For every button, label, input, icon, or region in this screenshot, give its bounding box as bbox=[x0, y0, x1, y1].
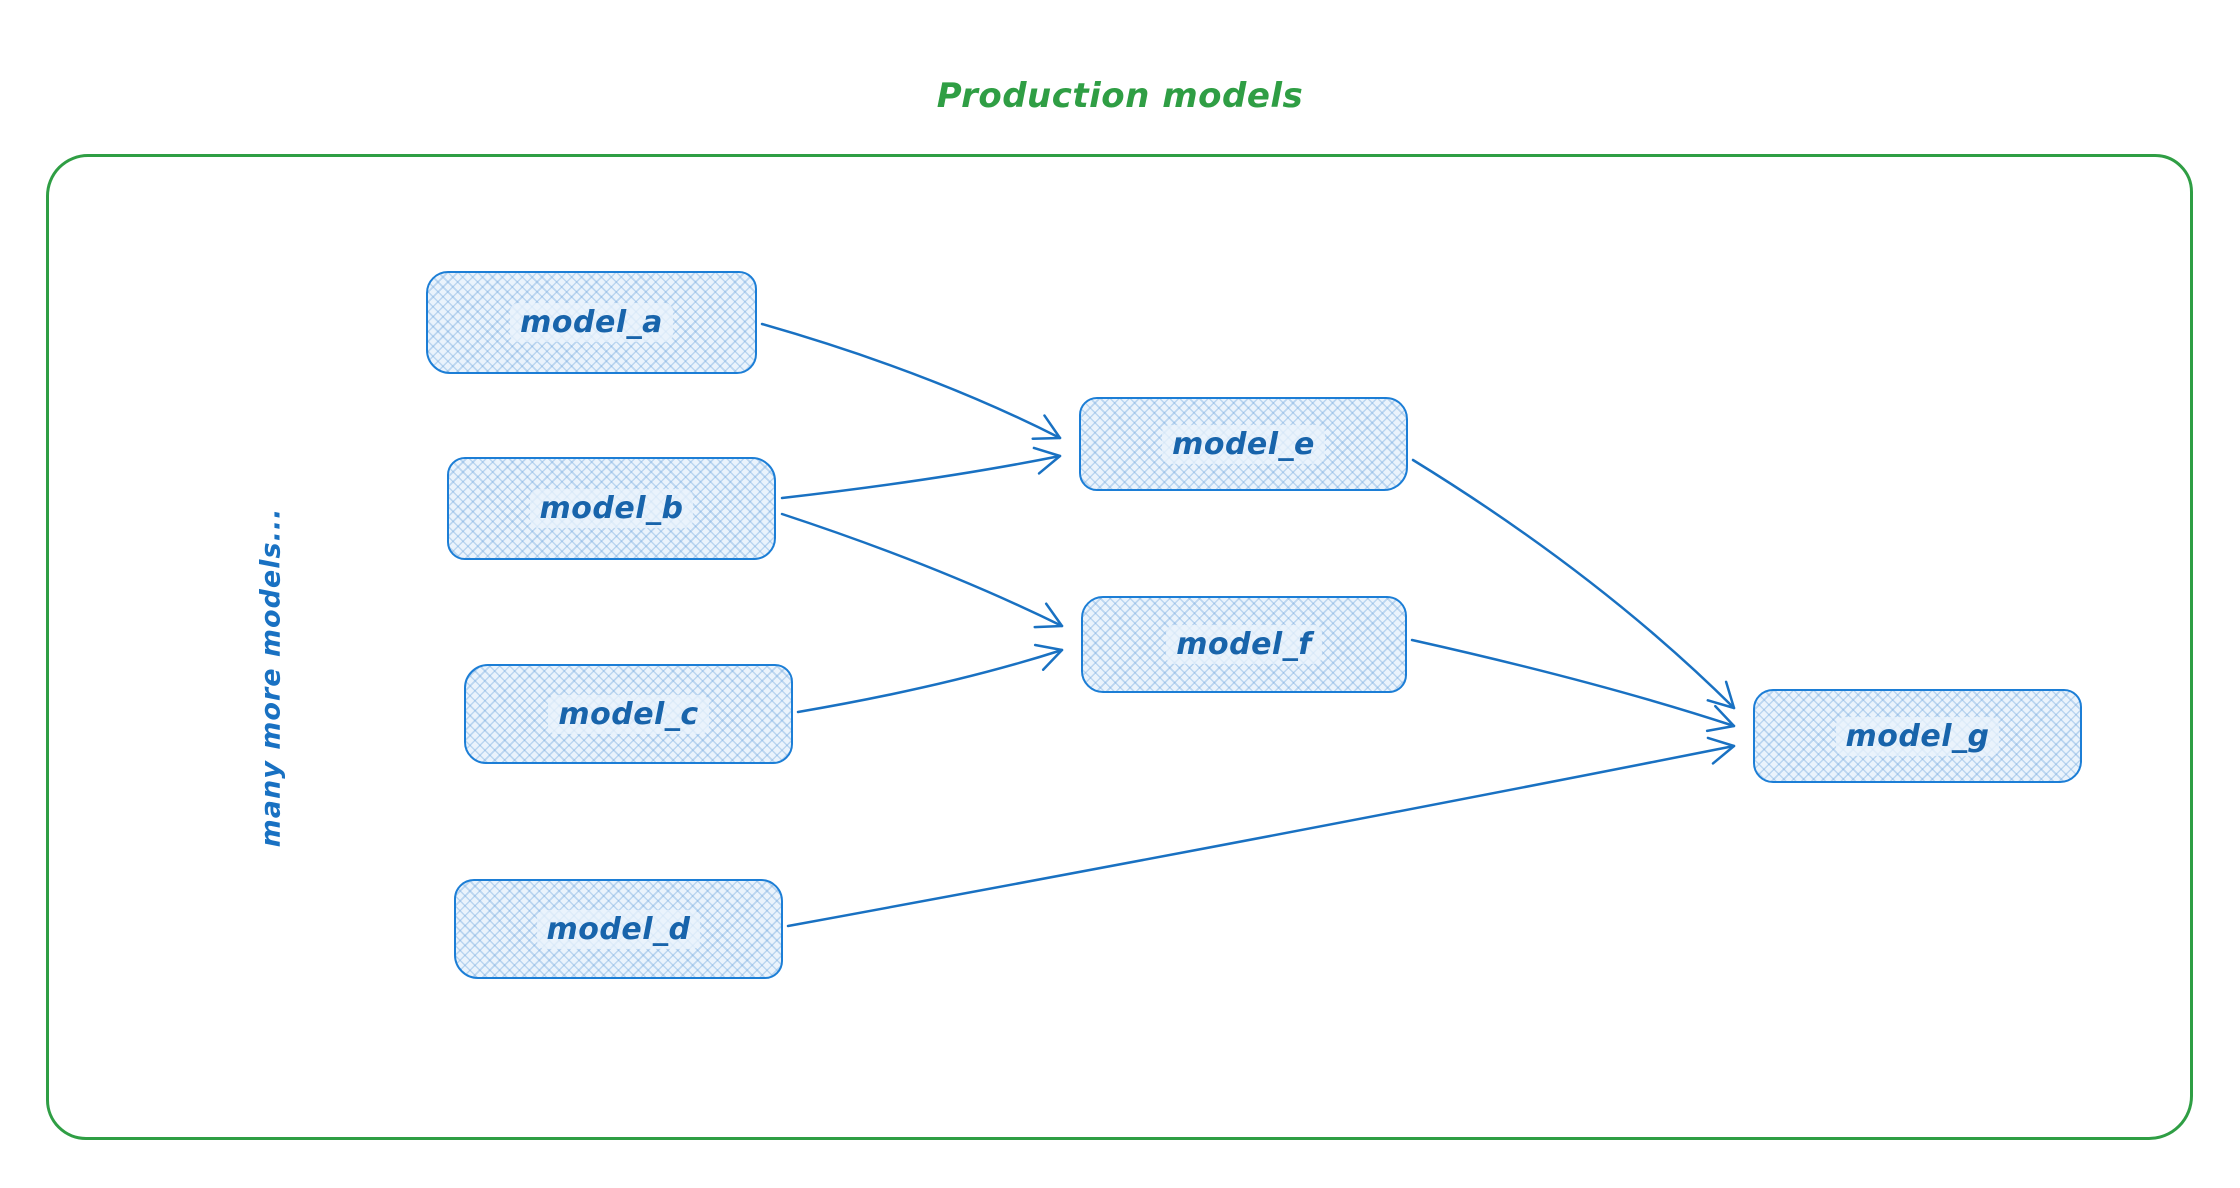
node-model_g: model_g bbox=[1753, 689, 2082, 783]
node-model_c-label: model_c bbox=[548, 694, 709, 734]
node-model_d-label: model_d bbox=[536, 909, 701, 949]
node-model_e: model_e bbox=[1079, 397, 1408, 491]
node-model_c: model_c bbox=[464, 664, 793, 764]
node-model_f-label: model_f bbox=[1166, 625, 1322, 664]
node-model_b-label: model_b bbox=[529, 489, 694, 528]
node-model_f: model_f bbox=[1081, 596, 1407, 693]
node-model_a-label: model_a bbox=[510, 303, 673, 342]
node-model_d: model_d bbox=[454, 879, 783, 979]
node-model_b: model_b bbox=[447, 457, 776, 560]
node-model_g-label: model_g bbox=[1835, 716, 2000, 756]
many-more-models-label: many more models... bbox=[255, 507, 287, 848]
diagram-title: Production models bbox=[936, 76, 1304, 116]
production-models-frame bbox=[46, 154, 2193, 1140]
node-model_e-label: model_e bbox=[1162, 424, 1325, 464]
node-model_a: model_a bbox=[426, 271, 757, 374]
